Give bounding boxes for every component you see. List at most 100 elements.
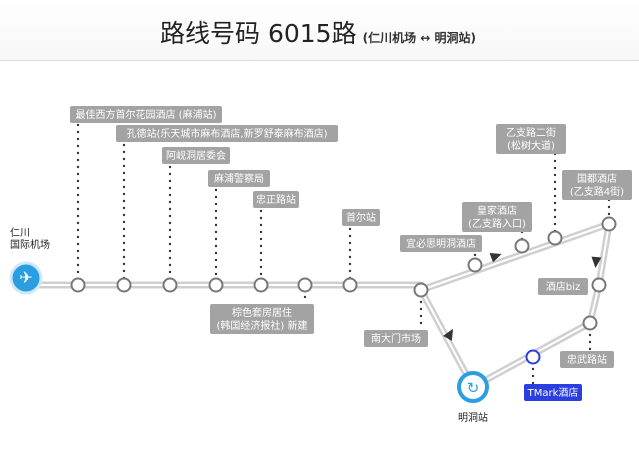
station-label-box — [70, 106, 222, 123]
dotted-connector — [259, 265, 263, 269]
dotted-connector — [553, 208, 557, 212]
dotted-connector — [419, 300, 423, 304]
dotted-connector — [76, 263, 80, 267]
dotted-connector — [168, 186, 172, 190]
station-marker[interactable] — [547, 230, 563, 246]
station-marker[interactable] — [514, 238, 530, 254]
dotted-connector — [122, 269, 126, 273]
dotted-connector — [76, 256, 80, 260]
station-name: 宜必思明洞酒店 — [406, 237, 476, 250]
station-marker[interactable] — [253, 277, 269, 293]
station-name: TMark酒店 — [527, 386, 579, 399]
dotted-connector — [168, 200, 172, 204]
airplane-icon — [9, 261, 43, 295]
dotted-connector — [553, 159, 557, 163]
dotted-connector — [588, 347, 592, 351]
route-map: 最佳西方首尔花园酒店 (麻浦站)孔德站(乐天城市麻布酒店,新罗舒泰麻布酒店)阿岘… — [9, 106, 632, 424]
station-marker[interactable] — [591, 277, 607, 293]
station[interactable]: 国都酒店(乙支路4街) — [562, 170, 632, 232]
dotted-connector — [168, 207, 172, 211]
station[interactable]: TMark酒店 — [524, 349, 582, 402]
station-marker[interactable] — [413, 282, 429, 298]
dotted-connector — [168, 172, 172, 176]
dotted-connector — [76, 249, 80, 253]
station[interactable]: 麻浦警察局 — [208, 170, 270, 293]
dotted-connector — [214, 195, 218, 199]
station-label-box — [162, 147, 230, 164]
station[interactable]: 宜必思明洞酒店 — [400, 235, 483, 273]
dotted-connector — [531, 374, 535, 378]
station-name: 酒店biz — [546, 280, 580, 293]
dotted-connector — [553, 180, 557, 184]
station-marker[interactable] — [116, 277, 132, 293]
dotted-connector — [553, 187, 557, 191]
station[interactable]: 忠正路站 — [253, 191, 299, 293]
station[interactable]: 酒店biz — [538, 277, 607, 295]
dotted-connector — [348, 248, 352, 252]
station-marker[interactable] — [342, 277, 358, 293]
dotted-connector — [122, 220, 126, 224]
station-label-box — [116, 125, 338, 142]
dotted-connector — [259, 216, 263, 220]
station[interactable]: 皇家酒店(乙支路入口) — [462, 202, 532, 254]
station-marker[interactable] — [162, 277, 178, 293]
dotted-connector — [76, 200, 80, 204]
dotted-connector — [607, 212, 611, 216]
dotted-connector — [76, 123, 80, 127]
dotted-connector — [259, 272, 263, 276]
dotted-connector — [76, 228, 80, 232]
station[interactable]: 忠武路站 — [560, 315, 614, 369]
dotted-connector — [122, 234, 126, 238]
dotted-connector — [588, 333, 592, 337]
station[interactable]: 孔德站(乐天城市麻布酒店,新罗舒泰麻布酒店) — [116, 125, 338, 293]
station[interactable]: 最佳西方首尔花园酒店 (麻浦站) — [70, 106, 222, 293]
station[interactable]: 棕色套房居住(韩国经济报社) 新建 — [210, 277, 314, 335]
station[interactable]: 南大门市场 — [364, 282, 429, 348]
dotted-connector — [122, 248, 126, 252]
station-marker[interactable] — [601, 216, 617, 232]
station[interactable]: 首尔站 — [342, 209, 380, 293]
page-title: 路线号码 6015路(仁川机场 ↔ 明洞站) — [160, 14, 476, 50]
dotted-connector — [553, 201, 557, 205]
dotted-connector — [76, 144, 80, 148]
dotted-connector — [76, 242, 80, 246]
dotted-connector — [122, 178, 126, 182]
station[interactable]: 乙支路二街(松树大道) — [496, 124, 566, 246]
station-marker[interactable] — [297, 277, 313, 293]
dotted-connector — [122, 262, 126, 266]
station-marker[interactable] — [70, 277, 86, 293]
dotted-connector — [168, 249, 172, 253]
station-marker[interactable] — [208, 277, 224, 293]
station-marker[interactable] — [525, 349, 541, 365]
dotted-connector — [122, 199, 126, 203]
dotted-connector — [553, 215, 557, 219]
dotted-connector — [348, 262, 352, 266]
dotted-connector — [607, 205, 611, 209]
station-name-2: (乙支路入口) — [468, 217, 526, 230]
station-marker[interactable] — [582, 315, 598, 331]
station-name: 南大门市场 — [371, 332, 421, 345]
dotted-connector — [168, 165, 172, 169]
loop-icon — [457, 371, 489, 403]
dotted-connector — [348, 234, 352, 238]
end-terminal[interactable]: ↻ 明洞站 — [457, 371, 489, 424]
station-label-box — [342, 209, 380, 226]
start-terminal[interactable]: ✈ 仁川 国际机场 — [9, 227, 50, 295]
dotted-connector — [168, 235, 172, 239]
dotted-connector — [214, 265, 218, 269]
station[interactable]: 阿岘洞居委会 — [162, 147, 230, 293]
dotted-connector — [76, 235, 80, 239]
dotted-connector — [214, 244, 218, 248]
dotted-connector — [122, 164, 126, 168]
dotted-connector — [348, 227, 352, 231]
dotted-connector — [122, 213, 126, 217]
dotted-connector — [168, 270, 172, 274]
dotted-connector — [168, 193, 172, 197]
dotted-connector — [348, 255, 352, 259]
dotted-connector — [122, 255, 126, 259]
station-name-2: (松树大道) — [507, 139, 555, 152]
dotted-connector — [259, 223, 263, 227]
station-marker[interactable] — [467, 257, 483, 273]
dotted-connector — [168, 263, 172, 267]
dotted-connector — [419, 321, 423, 325]
